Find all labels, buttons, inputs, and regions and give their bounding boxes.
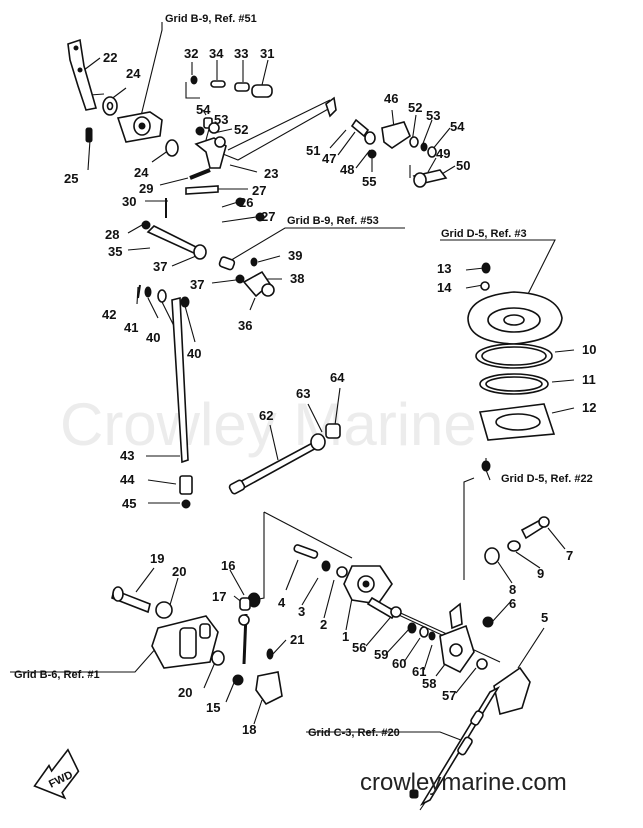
part-label: 33 — [234, 46, 248, 61]
fwd-arrow-icon — [33, 748, 80, 800]
part-label: 17 — [212, 589, 226, 604]
grid-ref-gr1: Grid B-9, Ref. #51 — [165, 13, 257, 25]
grid-references: Grid B-9, Ref. #51 Grid B-9, Ref. #53 Gr… — [14, 13, 593, 739]
part-label: 49 — [436, 146, 450, 161]
part-label: 58 — [422, 676, 436, 691]
part-label: 53 — [426, 108, 440, 123]
part-label: 52 — [408, 100, 422, 115]
part-label: 23 — [264, 166, 278, 181]
part-label: 41 — [124, 320, 138, 335]
part-label: 45 — [122, 496, 136, 511]
part-label: 20 — [172, 564, 186, 579]
part-label: 7 — [566, 548, 573, 563]
lever-22-shape — [67, 38, 98, 111]
part-label: 29 — [139, 181, 153, 196]
part-label: 21 — [290, 632, 304, 647]
part-label: 25 — [64, 171, 78, 186]
part-label: 40 — [146, 330, 160, 345]
part-label: 60 — [392, 656, 406, 671]
part-label: 34 — [209, 46, 224, 61]
part-label: 28 — [105, 227, 119, 242]
part-label: 18 — [242, 722, 256, 737]
part-label: 6 — [509, 596, 516, 611]
part-label: 22 — [103, 50, 117, 65]
part-label: 53 — [214, 112, 228, 127]
part-label: 24 — [126, 66, 141, 81]
part-label: 54 — [450, 119, 465, 134]
part-label: 47 — [322, 151, 336, 166]
grid-ref-gr5: Grid B-6, Ref. #1 — [14, 669, 100, 681]
part-label: 27 — [261, 209, 275, 224]
part-label: 31 — [260, 46, 274, 61]
part-label: 56 — [352, 640, 366, 655]
part-label: 40 — [187, 346, 201, 361]
part-label: 63 — [296, 386, 310, 401]
part-label: 38 — [290, 271, 304, 286]
part-label: 3 — [298, 604, 305, 619]
part-label: 14 — [437, 280, 452, 295]
part-label: 36 — [238, 318, 252, 333]
part-label: 39 — [288, 248, 302, 263]
part-label: 44 — [120, 472, 135, 487]
part-label: 11 — [582, 372, 596, 387]
part-label: 27 — [252, 183, 266, 198]
part-label: 1 — [342, 629, 349, 644]
part-labels: 22 24 25 32 34 33 31 54 53 52 24 23 29 2… — [64, 46, 596, 737]
part-label: 51 — [306, 143, 320, 158]
part-label: 61 — [412, 664, 426, 679]
part-label: 37 — [153, 259, 167, 274]
grid-ref-gr2: Grid B-9, Ref. #53 — [287, 215, 379, 227]
part-label: 59 — [374, 647, 388, 662]
part-label: 62 — [259, 408, 273, 423]
part-label: 9 — [537, 566, 544, 581]
part-shapes — [33, 38, 563, 806]
part-label: 54 — [196, 102, 211, 117]
part-label: 26 — [239, 195, 253, 210]
part-label: 12 — [582, 400, 596, 415]
part-label: 16 — [221, 558, 235, 573]
part-label: 8 — [509, 582, 516, 597]
part-label: 4 — [278, 595, 286, 610]
part-label: 42 — [102, 307, 116, 322]
part-label: 57 — [442, 688, 456, 703]
part-label: 32 — [184, 46, 198, 61]
part-label: 50 — [456, 158, 470, 173]
grid-ref-gr3: Grid D-5, Ref. #3 — [441, 228, 527, 240]
part-label: 55 — [362, 174, 376, 189]
grid-ref-gr4: Grid D-5, Ref. #22 — [501, 473, 593, 485]
part-label: 52 — [234, 122, 248, 137]
part-label: 20 — [178, 685, 192, 700]
part-label: 30 — [122, 194, 136, 209]
part-label: 10 — [582, 342, 596, 357]
part-label: 15 — [206, 700, 220, 715]
part-label: 48 — [340, 162, 354, 177]
part-label: 37 — [190, 277, 204, 292]
watermark: Crowley Marine — [60, 391, 477, 458]
part-label: 5 — [541, 610, 548, 625]
part-label: 43 — [120, 448, 134, 463]
part-label: 13 — [437, 261, 451, 276]
part-label: 64 — [330, 370, 345, 385]
part-label: 35 — [108, 244, 122, 259]
part-label: 46 — [384, 91, 398, 106]
part-label: 24 — [134, 165, 149, 180]
site-url: crowleymarine.com — [360, 769, 567, 796]
part-label: 2 — [320, 617, 327, 632]
grid-ref-gr6: Grid C-3, Ref. #20 — [308, 727, 400, 739]
part-label: 19 — [150, 551, 164, 566]
